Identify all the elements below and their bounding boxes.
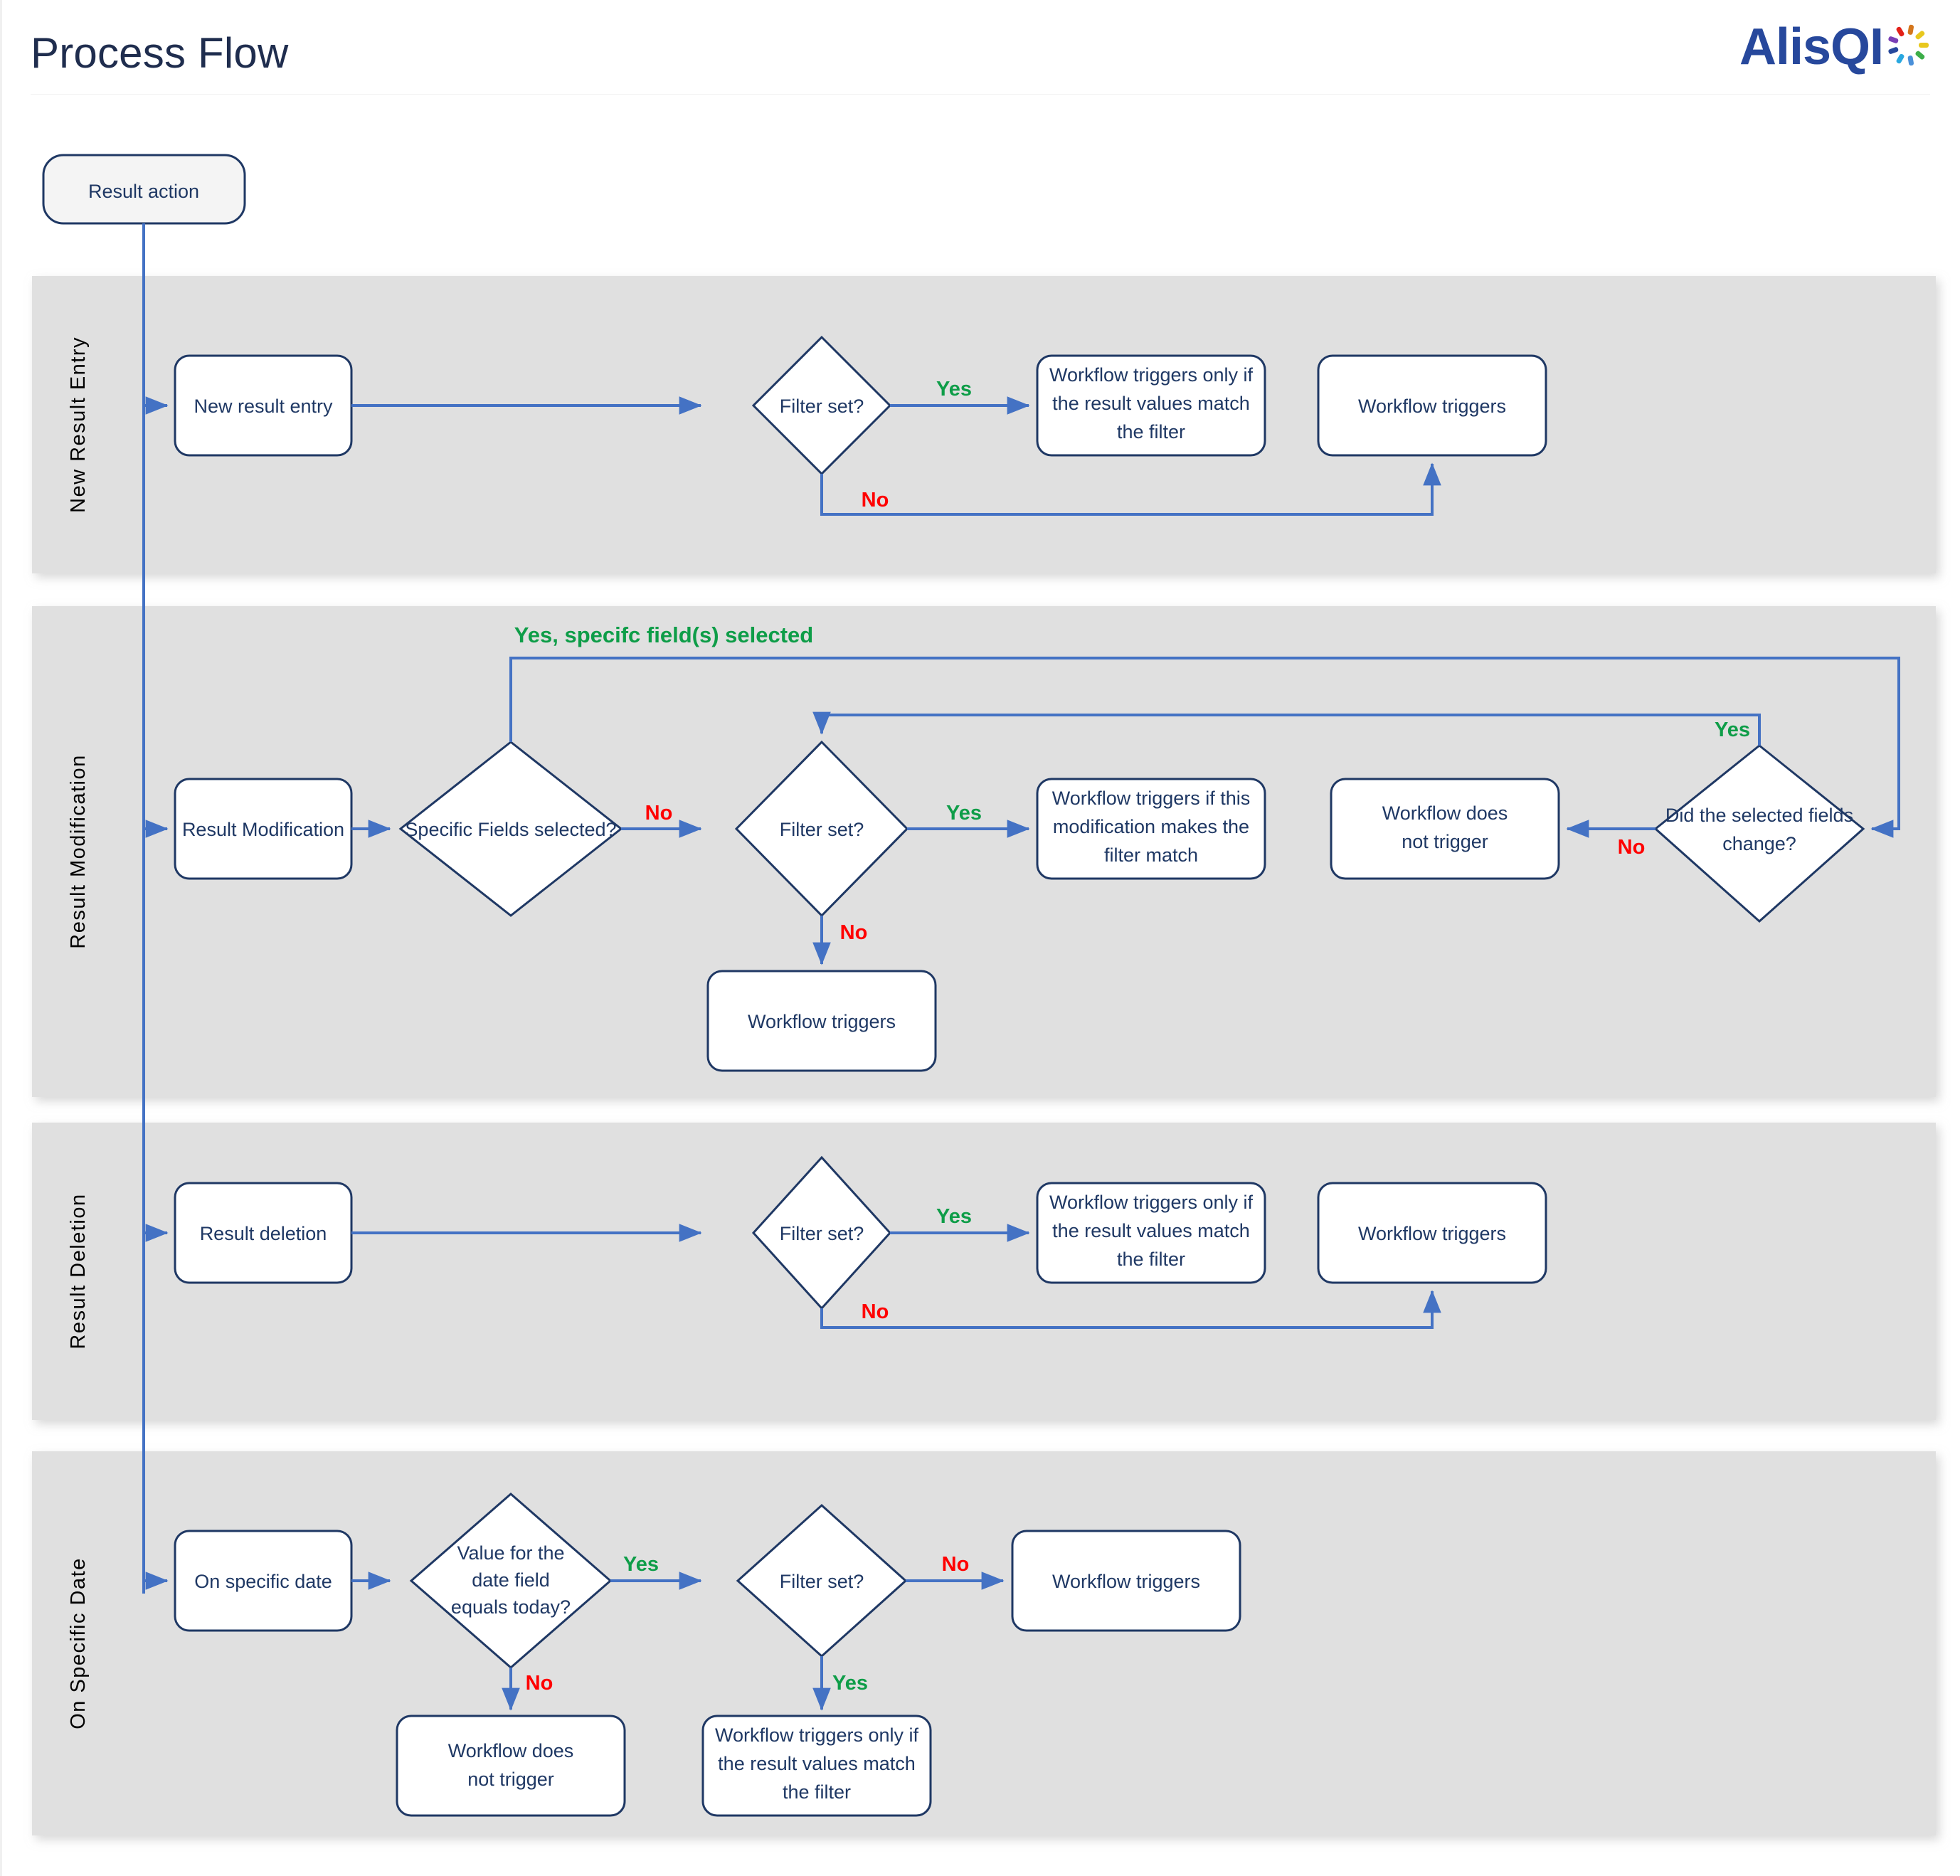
node-new-result-entry-label: New result entry — [194, 396, 333, 417]
node-result-action-label: Result action — [88, 181, 199, 202]
header-divider — [31, 94, 1930, 95]
node-lane2-m6-line2: change? — [1722, 833, 1796, 854]
connector-fields-change-yes — [812, 711, 1761, 746]
node-specific-fields-selected[interactable] — [398, 741, 623, 917]
node-lane1-n3-line3: the filter — [1117, 421, 1185, 442]
node-lane2-m4-line3: filter match — [1104, 844, 1198, 866]
node-lane2-m5-line2: not trigger — [1402, 831, 1488, 852]
node-lane2-m4-line2: modification makes the — [1053, 816, 1249, 837]
node-lane4-s2-line2: date field — [472, 1569, 550, 1591]
node-workflow-triggers-lane1-label: Workflow triggers — [1358, 396, 1506, 417]
node-filter-set-lane3-label: Filter set? — [780, 1223, 864, 1244]
node-on-specific-date-label: On specific date — [194, 1571, 332, 1592]
edge-label-no-value-check: No — [526, 1672, 553, 1695]
node-workflow-triggers-lane4-label: Workflow triggers — [1052, 1571, 1200, 1592]
node-lane2-m5-line1: Workflow does — [1382, 802, 1508, 824]
node-workflow-triggers-lane3-label: Workflow triggers — [1358, 1223, 1506, 1244]
edge-label-yes-filter-lane4: Yes — [832, 1672, 868, 1695]
node-filter-set-lane2-label: Filter set? — [780, 819, 864, 840]
node-lane3-d3-line1: Workflow triggers only if — [1049, 1192, 1254, 1213]
lane-label-result-modification: Result Modification — [67, 754, 90, 949]
node-lane4-s6-line1: Workflow triggers only if — [715, 1724, 919, 1746]
edge-label-no-lane3: No — [862, 1300, 889, 1323]
node-filter-set-lane4-label: Filter set? — [780, 1571, 864, 1592]
edge-label-no-specific-fields: No — [645, 802, 673, 825]
node-workflow-triggers-lane3[interactable] — [1317, 1182, 1547, 1284]
lane-label-new-result-entry: New Result Entry — [67, 336, 90, 513]
node-lane4-s6-line3: the filter — [783, 1781, 851, 1803]
node-lane2-m4-line1: Workflow triggers if this — [1052, 788, 1251, 809]
edge-label-no-lane1: No — [862, 489, 889, 512]
edge-label-yes-value-check: Yes — [623, 1553, 659, 1576]
connector-specific-fields-yes-long — [509, 657, 1900, 838]
connector-filter-no-lane3 — [820, 1290, 1441, 1329]
node-workflow-triggers-lane2[interactable] — [706, 970, 937, 1072]
node-lane3-d3-line3: the filter — [1117, 1249, 1185, 1270]
edge-label-yes-lane2: Yes — [946, 802, 982, 825]
node-did-selected-fields-change[interactable] — [1653, 744, 1865, 923]
node-lane4-s2-line1: Value for the — [457, 1542, 564, 1564]
node-workflow-triggers-lane4[interactable] — [1011, 1530, 1241, 1632]
node-lane1-n3-line2: the result values match — [1052, 393, 1250, 414]
node-workflow-triggers-lane2-label: Workflow triggers — [748, 1011, 896, 1032]
node-filter-set-lane1-label: Filter set? — [780, 396, 864, 417]
node-workflow-does-not-trigger-lane2[interactable] — [1330, 778, 1560, 880]
node-lane4-s5-line1: Workflow does — [448, 1740, 574, 1761]
node-specific-fields-selected-label: Specific Fields selected? — [405, 819, 616, 840]
edge-label-yes-fields-change: Yes — [1715, 719, 1750, 741]
logo-wordmark: AlisQI — [1739, 18, 1884, 75]
node-workflow-does-not-trigger-lane4[interactable] — [396, 1715, 626, 1817]
node-lane3-d3-line2: the result values match — [1052, 1220, 1250, 1241]
alisqi-logo: AlisQI — [1739, 21, 1930, 73]
lane-band-on-specific-date — [32, 1451, 1936, 1835]
node-result-modification-label: Result Modification — [182, 819, 344, 840]
node-lane2-m6-line1: Did the selected fields — [1665, 805, 1853, 826]
page-title: Process Flow — [31, 29, 289, 77]
connector-filter-no-lane1 — [820, 462, 1441, 516]
node-lane1-n3-line1: Workflow triggers only if — [1049, 364, 1254, 386]
node-workflow-triggers-lane1[interactable] — [1317, 354, 1547, 457]
edge-label-yes-lane3: Yes — [936, 1205, 972, 1228]
node-lane4-s6-line2: the result values match — [718, 1753, 916, 1774]
node-workflow-triggers-if-match-lane1[interactable] — [1036, 354, 1266, 457]
lane-label-on-specific-date: On Specific Date — [67, 1557, 90, 1729]
sunburst-icon — [1886, 23, 1930, 67]
node-lane4-s5-line2: not trigger — [467, 1769, 554, 1790]
edge-label-no-filter-lane2: No — [840, 921, 868, 944]
node-workflow-triggers-if-modification-lane2[interactable] — [1036, 778, 1266, 880]
node-result-deletion-label: Result deletion — [200, 1223, 327, 1244]
node-workflow-triggers-if-match-lane3[interactable] — [1036, 1182, 1266, 1284]
node-workflow-triggers-if-match-lane4[interactable] — [701, 1715, 932, 1817]
node-lane4-s2-line3: equals today? — [451, 1596, 571, 1618]
edge-label-yes-specific-fields-selected: Yes, specifc field(s) selected — [514, 622, 813, 647]
edge-label-yes-lane1: Yes — [936, 378, 972, 401]
edge-label-no-lane4: No — [942, 1553, 970, 1576]
edge-label-no-fields-change: No — [1618, 836, 1646, 859]
lane-label-result-deletion: Result Deletion — [67, 1193, 90, 1349]
